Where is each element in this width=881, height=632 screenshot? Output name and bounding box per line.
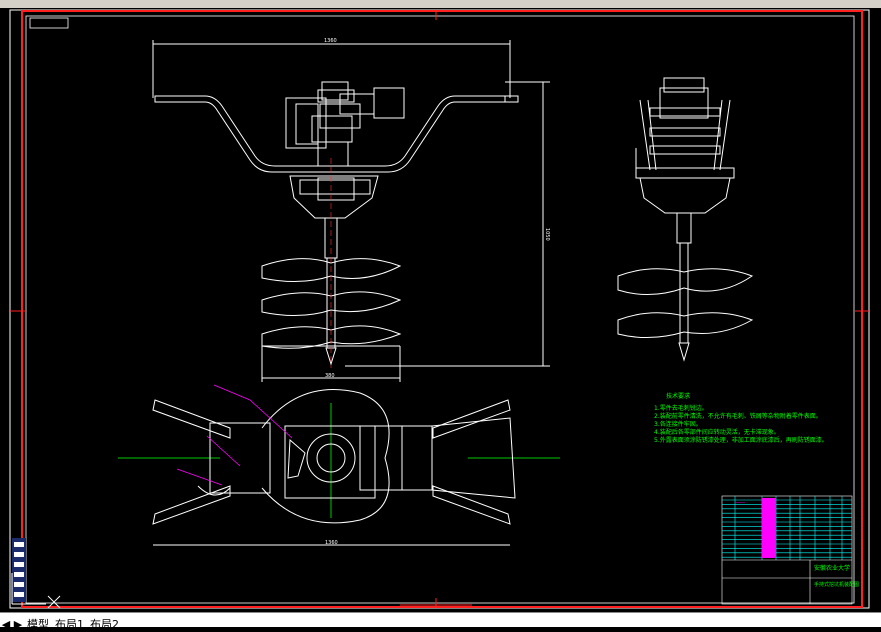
note-line: 5.外露表面须涂防锈漆处理，非加工面涂底漆后，再刷防锈面漆。 — [654, 436, 828, 444]
tab-model[interactable]: 模型 — [27, 618, 49, 631]
school-name: 安徽农业大学 — [814, 564, 850, 572]
technical-notes: 技术要求 1.零件去毛刺锐边。 2.装配前零件清洗，不允许有毛刺、铁屑等杂物附着… — [654, 392, 828, 444]
tab-layout-2[interactable]: 布局2 — [90, 618, 119, 631]
title-block — [721, 495, 853, 605]
dim-auger-width: 380 — [325, 373, 335, 379]
left-toolbar[interactable] — [12, 538, 26, 602]
plan-view — [118, 389, 560, 546]
note-line: 4.装配后各零部件间应转动灵活，无卡滞现象。 — [654, 428, 780, 436]
paper-frame — [9, 9, 870, 609]
tab-layout-1[interactable]: 布局1 — [55, 618, 84, 631]
leaders — [176, 384, 293, 486]
prev-tab-icon[interactable]: ◀ — [1, 618, 11, 631]
note-line: 1.零件去毛刺锐边。 — [654, 404, 708, 412]
layout-tab-bar: ◀▶ 模型布局1 布局2 — [0, 612, 881, 631]
note-line: 3.各连接件牢固。 — [654, 420, 702, 428]
dim-height: 1050 — [544, 228, 550, 241]
dim-top-width: 1360 — [324, 38, 337, 44]
cad-drawing: 技术要求 1.零件去毛刺锐边。 2.装配前零件清洗，不允许有毛刺、铁屑等杂物附着… — [9, 9, 870, 609]
notes-title: 技术要求 — [666, 392, 690, 400]
dim-plan-width: 1360 — [325, 540, 338, 546]
drawing-canvas[interactable]: 技术要求 1.零件去毛刺锐边。 2.装配前零件清洗，不允许有毛刺、铁屑等杂物附着… — [0, 8, 881, 612]
border-frame — [21, 10, 863, 608]
svg-text:____: ____ — [734, 497, 746, 503]
window-top-strip — [0, 0, 881, 8]
code-box — [29, 17, 69, 29]
note-line: 2.装配前零件清洗，不允许有毛刺、铁屑等杂物附着零件表面。 — [654, 412, 822, 420]
side-view — [617, 77, 754, 362]
ucs-icon — [11, 573, 61, 609]
next-tab-icon[interactable]: ▶ — [13, 618, 23, 631]
front-view — [152, 40, 550, 382]
drawing-name: 手持式挖坑机装配图 — [814, 581, 859, 588]
